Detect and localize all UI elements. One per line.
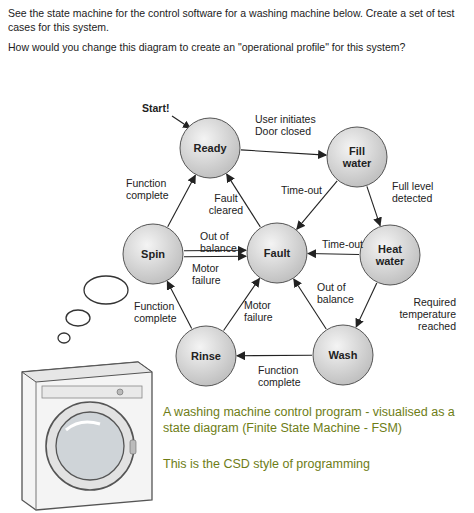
question-text: How would you change this diagram to cre… (8, 40, 466, 54)
state-text-wrap: Fault (246, 222, 308, 284)
transition-label: Time-out (281, 184, 331, 196)
caption-note: A washing machine control program - visu… (163, 404, 463, 436)
state-name: Rinse (184, 350, 228, 362)
state-circle: Ready (179, 117, 241, 179)
transition-arrow (367, 186, 380, 225)
state-text-wrap: Rinse (175, 325, 237, 387)
state-name: Fill water (335, 145, 379, 169)
thought-bubble (66, 310, 90, 326)
transition-label: Required temperature reached (396, 296, 456, 332)
transition-arrow (356, 283, 377, 327)
transition-label: Function complete (258, 364, 310, 388)
state-name: Wash (321, 349, 365, 361)
transition-arrow (241, 150, 326, 155)
transition-label: Full level detected (392, 180, 452, 204)
state-name: Heat water (368, 243, 412, 267)
state-circle: Rinse (175, 325, 237, 387)
washing-machine (22, 362, 152, 510)
transition-arrow (308, 254, 359, 255)
transition-label: Motor failure (244, 299, 286, 323)
state-text-wrap: Fill water (326, 126, 388, 188)
state-circle: Fill water (326, 126, 388, 188)
transition-arrow (168, 175, 196, 226)
transition-label: User initiates Door closed (255, 113, 330, 137)
transition-label: Function complete (126, 177, 178, 201)
state-name: Fault (255, 247, 299, 259)
state-circle: Wash (312, 324, 374, 386)
state-text-wrap: Wash (312, 324, 374, 386)
state-text-wrap: Ready (179, 117, 241, 179)
transition-label: Function complete (134, 300, 186, 324)
transition-label: Motor failure (192, 262, 234, 286)
transition-label: Out of balance (200, 230, 245, 254)
state-name: Spin (131, 248, 175, 260)
transition-arrow (237, 355, 312, 357)
state-text-wrap: Heat water (359, 224, 421, 286)
state-circle: Fault (246, 222, 308, 284)
start-label: Start! (142, 102, 182, 114)
start-arrow (172, 116, 190, 128)
transition-label: Time-out (322, 238, 372, 250)
state-name: Ready (188, 142, 232, 154)
state-circle: Spin (122, 223, 184, 285)
transition-label: Out of balance (317, 281, 362, 305)
state-circle: Heat water (359, 224, 421, 286)
transition-arrow (184, 256, 246, 258)
question-text: See the state machine for the control so… (8, 6, 466, 34)
caption-note: This is the CSD style of programming (163, 456, 463, 472)
thought-bubble (84, 276, 128, 304)
transition-label: Fault cleared (205, 192, 247, 216)
state-text-wrap: Spin (122, 223, 184, 285)
thought-bubble (58, 333, 70, 343)
